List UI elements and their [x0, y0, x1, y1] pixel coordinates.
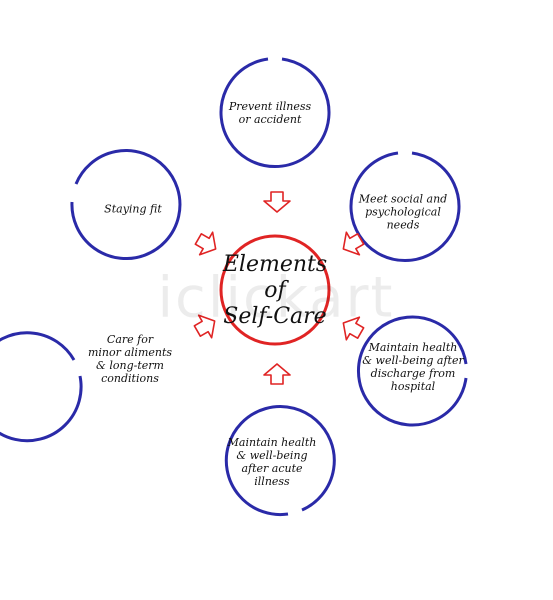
center-ring [219, 234, 331, 346]
arrow-from-social [342, 231, 365, 256]
node-label-social: Meet social and psychological needs [358, 192, 448, 232]
arrow-from-acute [263, 363, 291, 385]
arrow-from-minor [193, 314, 216, 339]
watermark: iclickart [157, 265, 395, 331]
node-label-acute: Maintain health & well-being after acute… [227, 436, 317, 488]
arrow-from-prevent [263, 191, 291, 213]
node-label-minor: Care for minor aliments & long-term cond… [87, 333, 173, 385]
center-title: Elements of Self-Care [222, 252, 328, 329]
node-ring-social [349, 151, 461, 263]
node-label-discharge: Maintain health & well-being after disch… [362, 341, 464, 393]
node-ring-fit [70, 149, 182, 260]
arrow-from-discharge [342, 316, 365, 341]
arrow-from-fit [194, 231, 217, 256]
node-ring-acute [224, 405, 336, 517]
node-ring-minor [0, 331, 83, 443]
node-ring-prevent [219, 57, 331, 169]
node-label-prevent: Prevent illness or accident [228, 100, 312, 126]
node-ring-discharge [356, 315, 468, 427]
node-label-fit: Staying fit [104, 202, 162, 216]
